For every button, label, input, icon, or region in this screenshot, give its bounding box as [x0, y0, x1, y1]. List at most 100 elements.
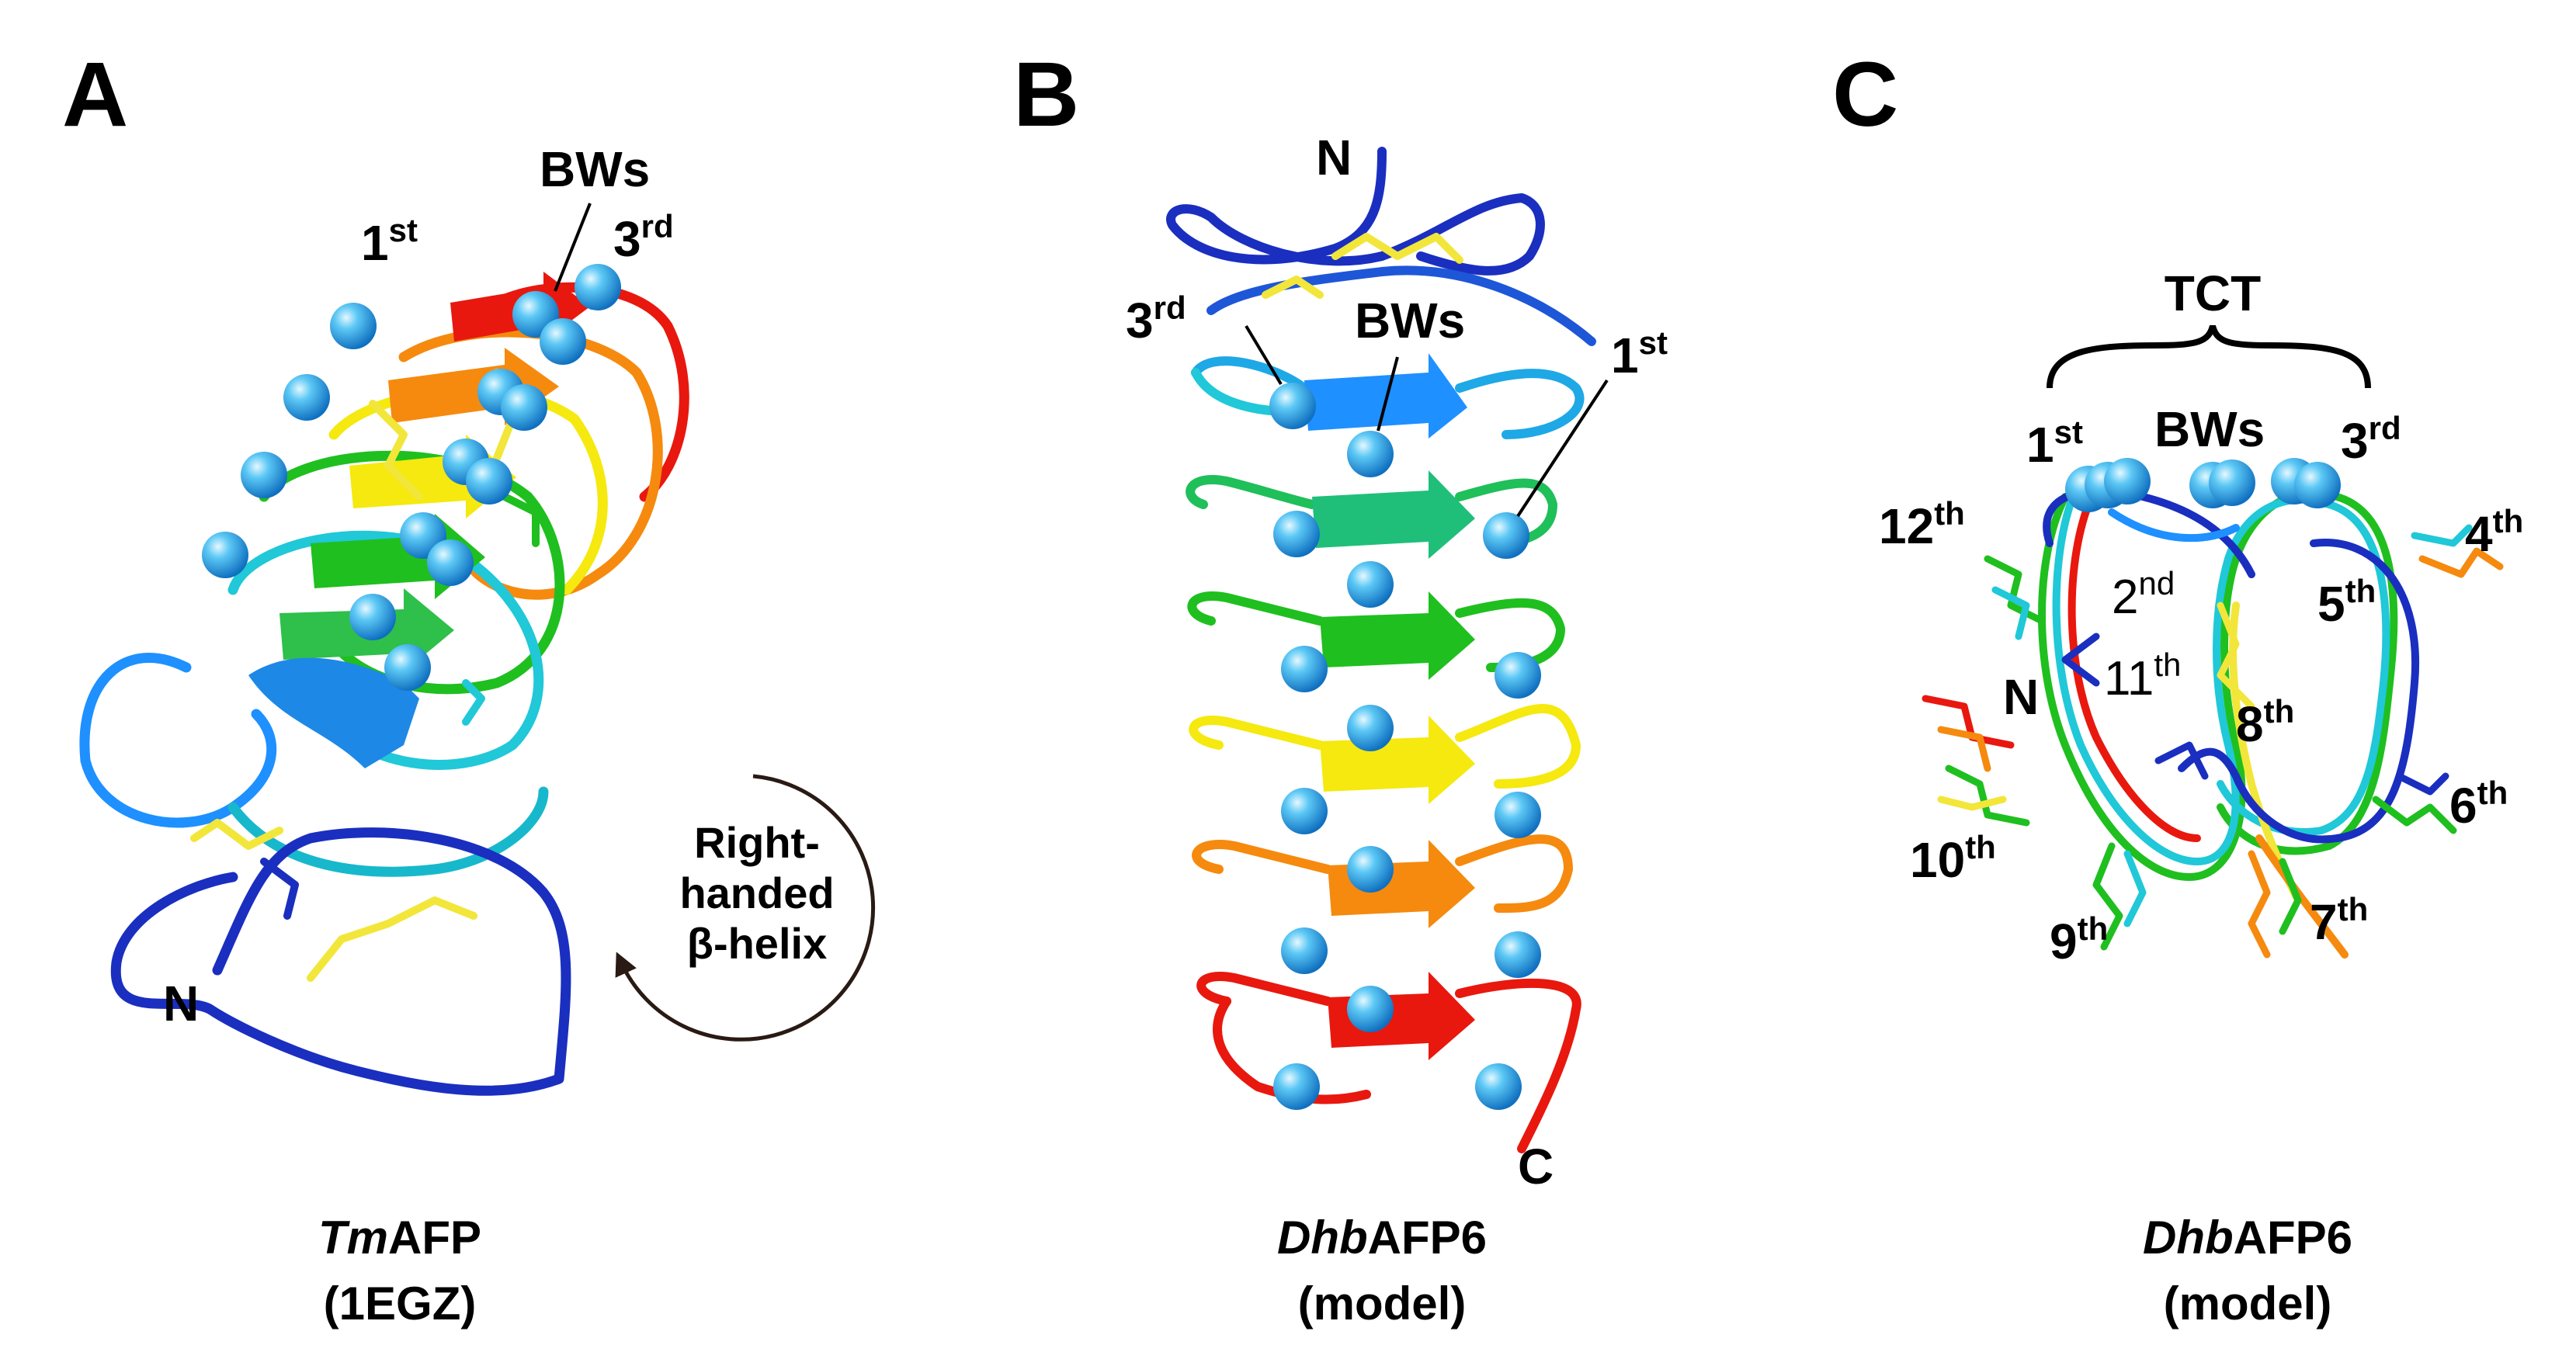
caption-b-line2: (model) — [1298, 1278, 1467, 1330]
strand-b4 — [1320, 716, 1475, 804]
label-b-n: N — [1316, 130, 1352, 185]
sc-6th-b — [2395, 772, 2449, 796]
panel-c-letter: C — [1832, 43, 1898, 146]
panel-c-side-chains — [1922, 524, 2504, 959]
panel-a-letter: A — [62, 43, 128, 146]
water-a2 — [283, 374, 330, 421]
stick-7 — [501, 493, 540, 547]
label-a-3rd: 3rd — [613, 208, 674, 267]
coil-b-r5 — [1192, 834, 1573, 913]
sc-center-b — [2061, 633, 2100, 687]
stick-b2 — [1262, 276, 1324, 299]
label-c-tct: TCT — [2165, 265, 2261, 321]
water-a6 — [540, 318, 586, 365]
water-a15 — [384, 644, 431, 691]
sc-6th — [2372, 796, 2457, 834]
water-a14 — [349, 594, 396, 640]
water-b-r5 — [1495, 931, 1541, 978]
water-a4 — [202, 532, 248, 578]
label-c-10th: 10th — [1910, 829, 1996, 888]
trace-c-cyan — [2052, 493, 2390, 865]
label-b-1st: 1st — [1611, 324, 1668, 383]
coil-orange — [398, 327, 663, 600]
panel-a: A — [62, 43, 876, 1330]
leader-b-1st — [1516, 379, 1609, 518]
sc-4th-b — [2411, 524, 2473, 547]
water-b-r2 — [1483, 512, 1529, 559]
water-b-r6 — [1475, 1063, 1522, 1110]
water-c3 — [2104, 458, 2151, 504]
coil-b-cap — [1166, 147, 1545, 276]
coil-green — [259, 450, 565, 695]
leader-b-3rd — [1245, 324, 1283, 386]
water-b-m1 — [1347, 431, 1394, 477]
coil-b-r6b — [1213, 997, 1371, 1104]
label-c-n: N — [2003, 669, 2039, 725]
water-b-r3 — [1495, 652, 1541, 699]
water-a11 — [466, 458, 512, 504]
water-b-l3 — [1281, 646, 1328, 692]
sc-10th-b — [1937, 796, 2007, 811]
coil-blue — [110, 827, 571, 1096]
label-a-bws: BWs — [540, 141, 650, 197]
label-c-4th: 4th — [2465, 503, 2523, 562]
helix-note-line1: Right- — [694, 818, 820, 867]
water-b-l5 — [1281, 927, 1328, 974]
label-c-12th: 12th — [1879, 495, 1965, 554]
label-c-1st: 1st — [2026, 414, 2083, 473]
water-a7 — [575, 264, 621, 310]
label-b-bws: BWs — [1355, 293, 1465, 348]
sc-7th-b — [2279, 858, 2302, 935]
caption-c-line2: (model) — [2164, 1278, 2332, 1330]
bws-a-leader — [554, 203, 592, 292]
helix-arrow — [615, 774, 876, 1042]
label-a-n: N — [163, 976, 199, 1031]
stick-3 — [190, 819, 283, 850]
strand-b5 — [1328, 840, 1475, 928]
stick-5 — [260, 858, 299, 920]
panel-c-bound-waters — [2065, 458, 2341, 512]
label-c-3rd: 3rd — [2341, 410, 2401, 469]
label-b-c: C — [1518, 1139, 1554, 1194]
panel-c: C TCT — [1832, 43, 2523, 1330]
water-b-m3 — [1347, 705, 1394, 751]
trace-c-green — [2038, 488, 2398, 881]
caption-c-line1: DhbAFP6 — [2143, 1212, 2352, 1264]
water-b-l6 — [1273, 1063, 1320, 1110]
strand-sky — [248, 657, 419, 768]
water-a3 — [241, 452, 287, 498]
water-b-l1 — [1269, 383, 1316, 429]
label-a-1st: 1st — [361, 212, 418, 271]
label-c-9th: 9th — [2050, 910, 2108, 969]
trace-c-yellow — [2229, 602, 2302, 904]
label-c-8th: 8th — [2236, 693, 2294, 752]
label-c-6th: 6th — [2449, 775, 2508, 834]
sc-9th — [2092, 842, 2123, 951]
coil-b-cap2 — [1206, 265, 1596, 346]
coil-cyan — [227, 786, 549, 877]
panel-b-letter: B — [1013, 43, 1079, 146]
caption-a-line1: TmAFP — [318, 1212, 481, 1264]
sc-10th — [1945, 764, 2030, 827]
water-a1 — [330, 303, 377, 349]
water-a9 — [501, 384, 547, 431]
sc-n — [1922, 695, 2015, 749]
sc-4th — [2418, 547, 2504, 578]
water-b-r4 — [1495, 792, 1541, 838]
panel-b: B — [1013, 43, 1668, 1330]
water-b-m5 — [1347, 986, 1394, 1032]
label-c-5th: 5th — [2317, 573, 2376, 632]
label-c-11th: 11th — [2104, 647, 2181, 706]
strand-b6 — [1328, 972, 1475, 1060]
sc-center-c — [2154, 741, 2209, 780]
coil-b-r4 — [1189, 704, 1581, 789]
trace-c-red — [2067, 501, 2201, 842]
helix-note-line3: β-helix — [687, 919, 827, 968]
water-b-l4 — [1281, 788, 1328, 834]
label-b-3rd: 3rd — [1126, 289, 1186, 348]
label-c-bws: BWs — [2154, 401, 2265, 457]
water-b-l2 — [1273, 511, 1320, 557]
stick-1 — [369, 400, 423, 501]
panel-a-structure — [79, 272, 689, 1096]
